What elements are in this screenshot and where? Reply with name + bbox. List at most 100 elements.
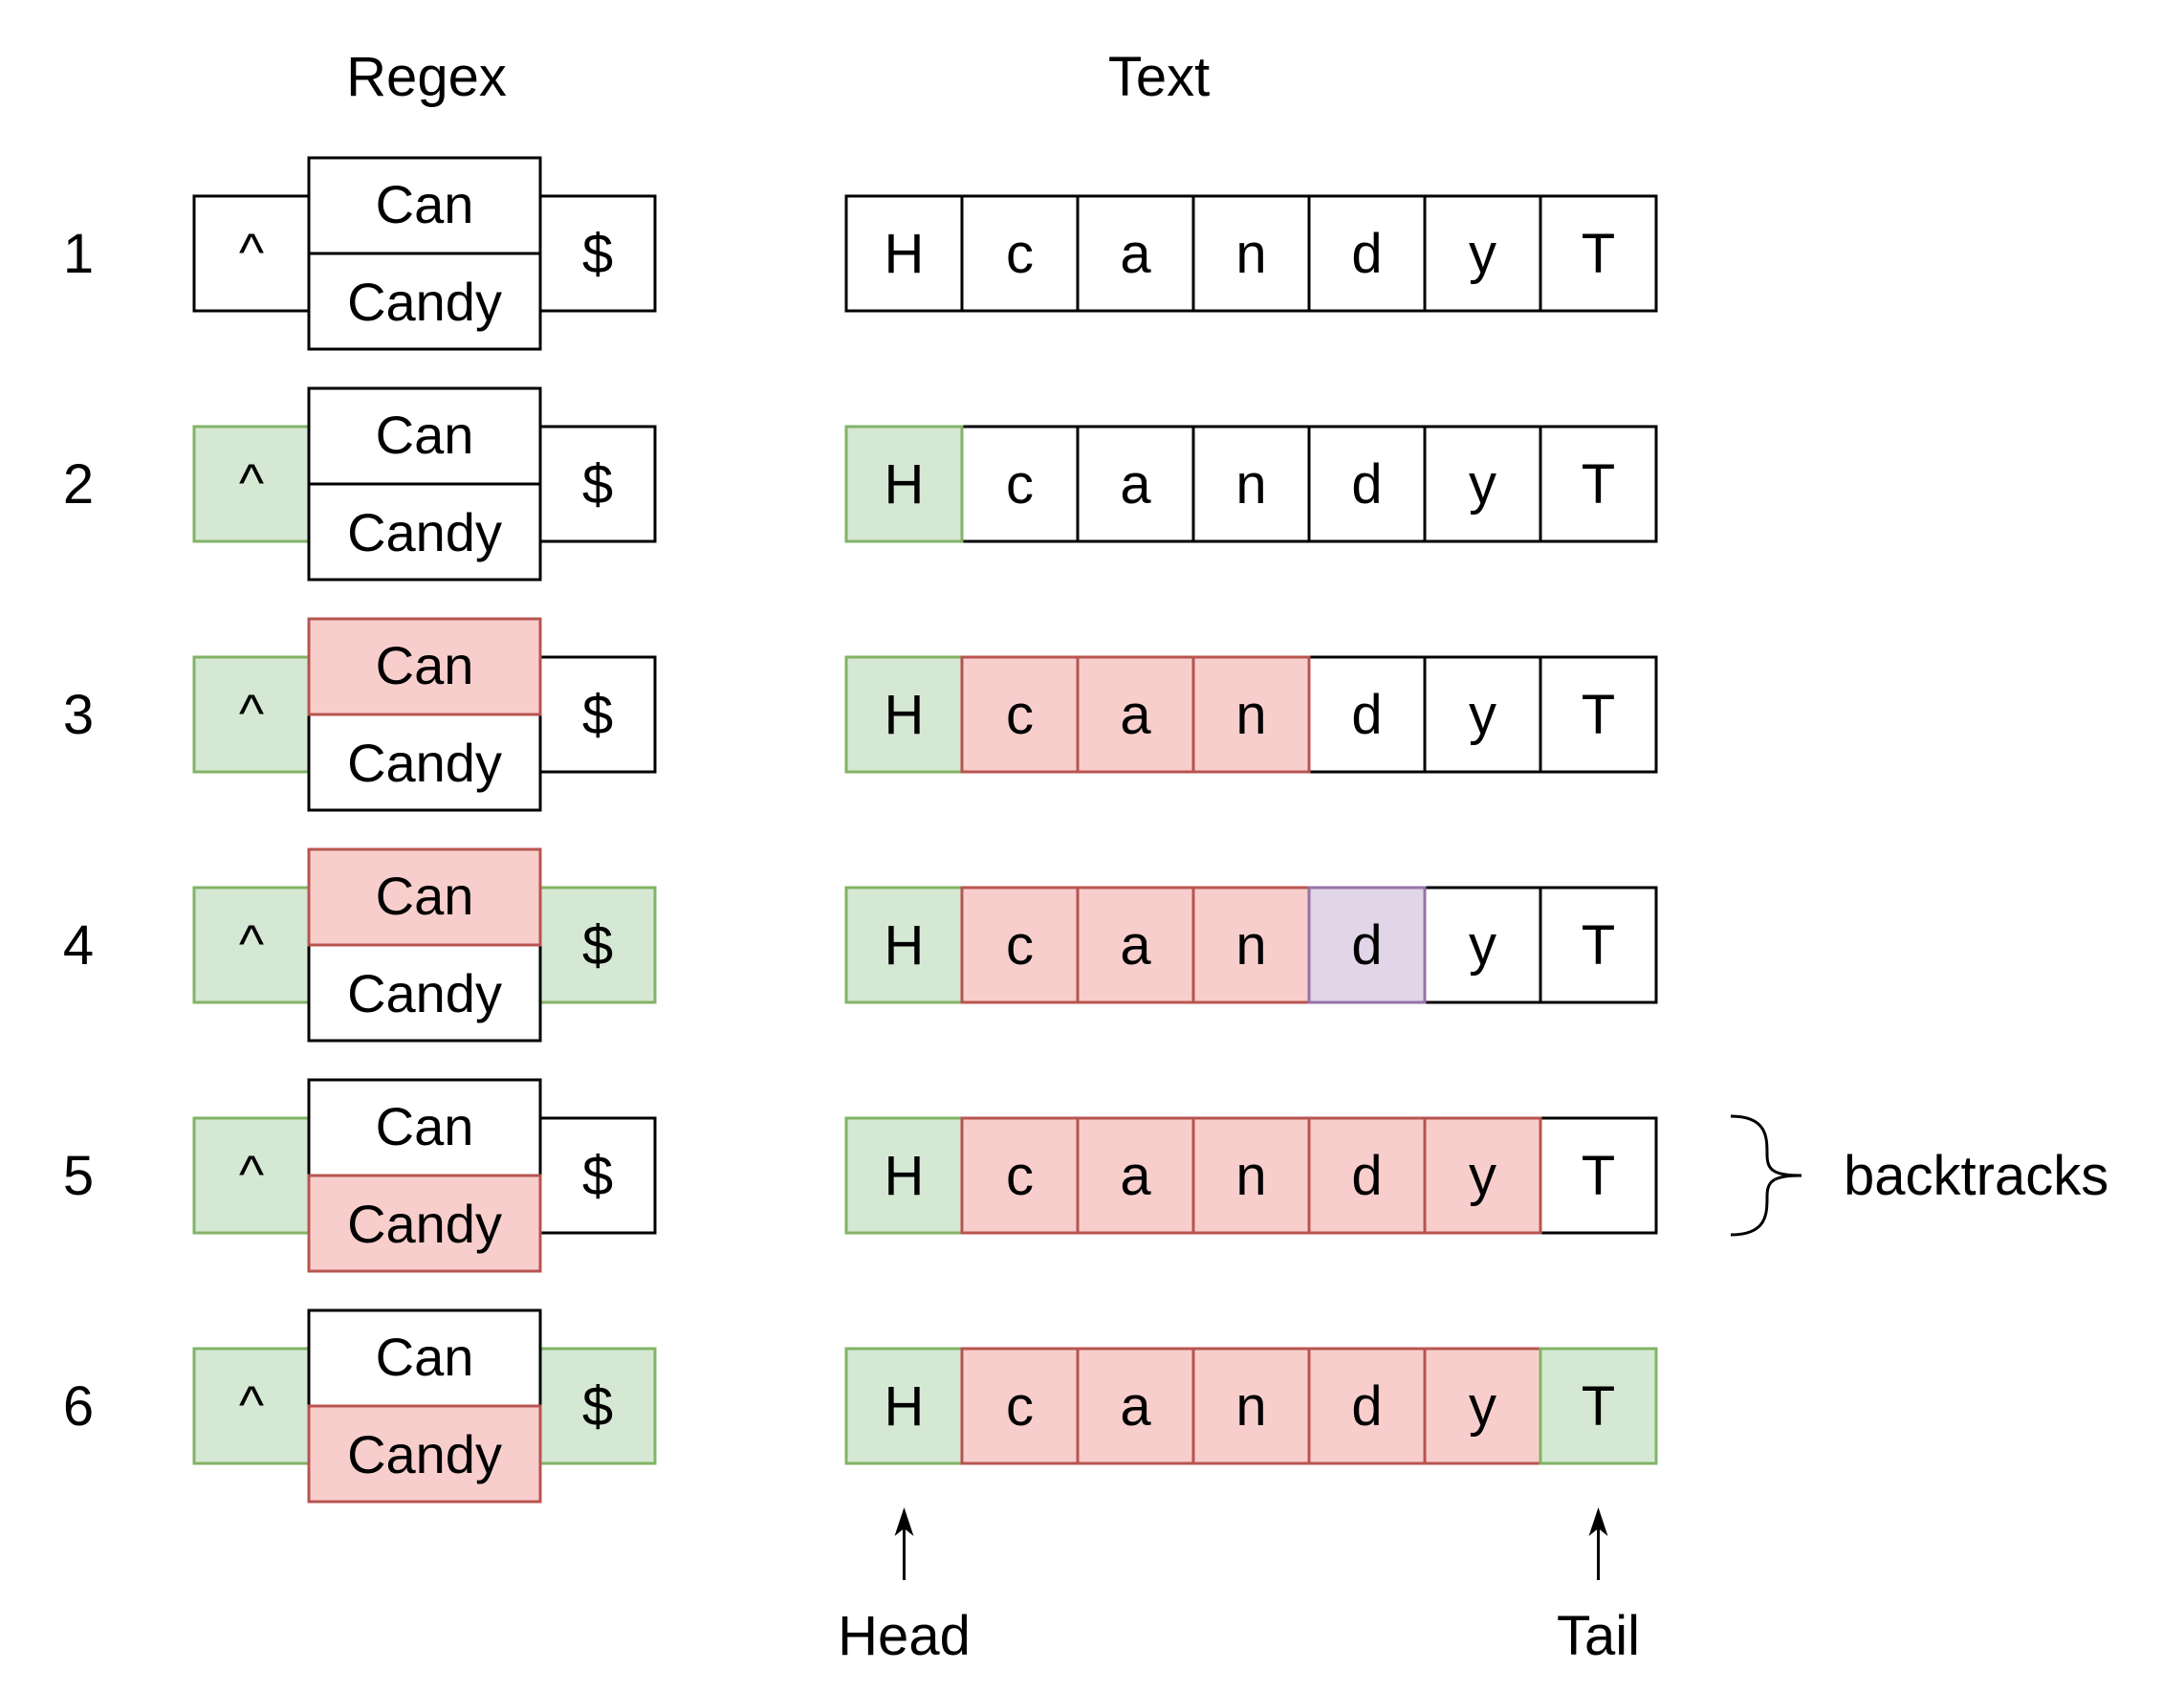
text-char-label: T [1582, 453, 1615, 516]
text-char-cell [844, 886, 964, 1004]
regex-alt-top-cell [307, 156, 542, 255]
text-char-label: d [1351, 684, 1382, 746]
regex-end-anchor-label: $ [582, 453, 613, 516]
regex-start-anchor-cell [192, 886, 311, 1004]
text-char-label: d [1351, 453, 1382, 516]
regex-alt-top-label: Can [376, 1327, 474, 1387]
text-char-label: n [1235, 1145, 1266, 1207]
head-tail-pointers: Head Tail [838, 1507, 1640, 1667]
regex-alt-top-label: Can [376, 635, 474, 695]
text-char-label: T [1582, 914, 1615, 977]
regex-alt-bottom-label: Candy [347, 963, 502, 1023]
regex-alt-bottom-label: Candy [347, 272, 502, 332]
regex-end-anchor-label: $ [582, 1145, 613, 1207]
regex-start-anchor-label: ^ [239, 683, 264, 743]
regex-alt-top-cell [307, 847, 542, 947]
text-char-label: c [1006, 914, 1034, 977]
text-char-cell [844, 1347, 964, 1465]
regex-start-anchor-cell [192, 655, 311, 774]
text-char-cell [960, 886, 1080, 1004]
text-char-cell [1539, 1347, 1658, 1465]
text-char-cell [1423, 655, 1542, 774]
backtracks-label: backtracks [1844, 1145, 2108, 1207]
text-char-cell [1423, 425, 1542, 543]
text-char-cell [1076, 425, 1195, 543]
regex-end-anchor-label: $ [582, 684, 613, 746]
text-char-label: T [1582, 1375, 1615, 1438]
regex-end-anchor-label: $ [582, 914, 613, 977]
text-char-label: y [1469, 1145, 1496, 1207]
text-char-label: d [1351, 223, 1382, 285]
text-column-header: Text [1108, 46, 1210, 108]
text-char-cell [1076, 886, 1195, 1004]
regex-alt-bottom-cell [307, 713, 542, 812]
text-char-label: n [1235, 914, 1266, 977]
text-char-cell [960, 655, 1080, 774]
regex-alt-top-label: Can [376, 174, 474, 234]
text-char-label: H [885, 914, 925, 977]
regex-end-anchor-label: $ [582, 223, 613, 285]
regex-alt-bottom-label: Candy [347, 502, 502, 562]
text-char-label: d [1351, 914, 1382, 977]
text-char-label: a [1120, 1145, 1151, 1207]
text-char-label: n [1235, 1375, 1266, 1438]
text-char-label: c [1006, 1145, 1034, 1207]
regex-alt-top-label: Can [376, 405, 474, 465]
regex-alt-bottom-label: Candy [347, 733, 502, 793]
step-number: 4 [63, 914, 94, 977]
text-char-label: y [1469, 684, 1496, 746]
text-char-cell [1539, 1116, 1658, 1235]
text-char-cell [1539, 886, 1658, 1004]
text-char-cell [1191, 655, 1311, 774]
text-char-label: H [885, 1375, 925, 1438]
text-char-label: y [1469, 1375, 1496, 1438]
text-char-cell [960, 1347, 1080, 1465]
regex-alt-top-label: Can [376, 866, 474, 926]
head-pointer-label: Head [838, 1605, 971, 1667]
regex-alt-top-cell [307, 1078, 542, 1177]
text-char-label: a [1120, 914, 1151, 977]
regex-end-anchor-cell [538, 1116, 657, 1235]
text-char-label: H [885, 223, 925, 285]
step-number: 2 [63, 453, 94, 516]
text-char-cell [1191, 194, 1311, 313]
regex-end-anchor-cell [538, 194, 657, 313]
text-char-label: y [1469, 453, 1496, 516]
text-char-label: y [1469, 914, 1496, 977]
regex-start-anchor-label: ^ [239, 222, 264, 282]
regex-start-anchor-cell [192, 1116, 311, 1235]
text-char-label: d [1351, 1145, 1382, 1207]
text-char-label: c [1006, 684, 1034, 746]
step-number: 3 [63, 684, 94, 746]
regex-start-anchor-label: ^ [239, 913, 264, 974]
regex-alt-top-cell [307, 617, 542, 716]
regex-end-anchor-label: $ [582, 1375, 613, 1438]
text-char-cell [1423, 886, 1542, 1004]
backtracks-annotation: backtracks [1730, 1114, 2108, 1237]
regex-end-anchor-cell [538, 886, 657, 1004]
text-char-label: a [1120, 453, 1151, 516]
text-char-cell [1076, 194, 1195, 313]
text-char-label: a [1120, 684, 1151, 746]
text-char-label: T [1582, 223, 1615, 285]
text-char-label: d [1351, 1375, 1382, 1438]
regex-alt-bottom-cell [307, 1174, 542, 1273]
regex-alt-bottom-label: Candy [347, 1424, 502, 1484]
text-char-cell [1307, 1116, 1427, 1235]
text-char-label: n [1235, 453, 1266, 516]
text-char-cell [1191, 425, 1311, 543]
text-char-cell [1191, 1116, 1311, 1235]
step-number: 5 [63, 1145, 94, 1207]
regex-alt-bottom-cell [307, 943, 542, 1043]
tail-pointer-label: Tail [1557, 1605, 1640, 1667]
text-char-cell [1539, 425, 1658, 543]
text-char-cell [1307, 425, 1427, 543]
text-char-label: y [1469, 223, 1496, 285]
regex-alt-top-cell [307, 386, 542, 486]
text-char-cell [844, 1116, 964, 1235]
